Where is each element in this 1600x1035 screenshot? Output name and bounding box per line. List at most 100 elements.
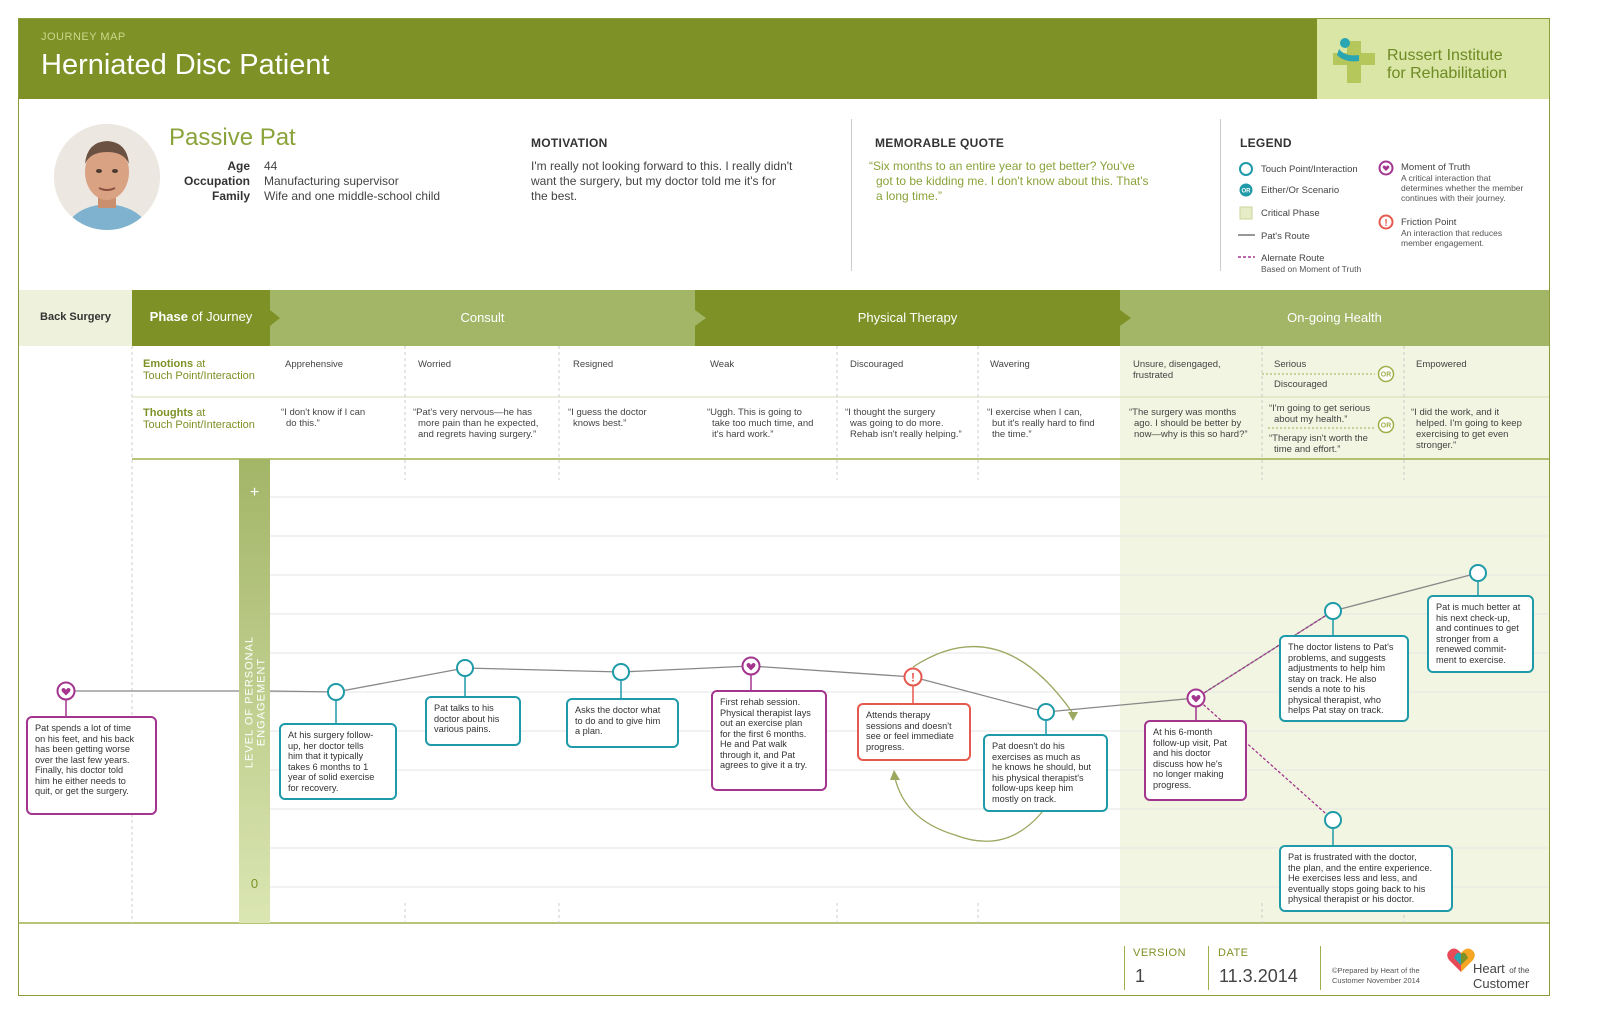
card-line: no longer making bbox=[1153, 769, 1224, 779]
card-line: for recovery. bbox=[288, 782, 339, 793]
date-label: DATE bbox=[1218, 947, 1249, 959]
thought-line: “I'm going to get serious bbox=[1269, 403, 1371, 414]
either-or-icon bbox=[1239, 183, 1253, 197]
card-line: Physical therapist lays bbox=[720, 707, 811, 718]
journey-label-cell bbox=[19, 290, 132, 346]
version-value: 1 bbox=[1135, 966, 1146, 986]
thought-line: “I thought the surgery bbox=[845, 407, 936, 418]
card-line: Attends therapy bbox=[866, 710, 931, 720]
card-frustrated-stops: Pat is frustrated with the doctor,the pl… bbox=[1279, 845, 1453, 912]
avatar bbox=[54, 124, 160, 230]
card-line: The doctor listens to Pat's bbox=[1288, 642, 1394, 652]
card-first-rehab-session: First rehab session.Physical therapist l… bbox=[711, 690, 827, 791]
thought-3: “I guess the doctor knows best.” bbox=[568, 407, 647, 429]
card-line: helps Pat stay on track. bbox=[1288, 705, 1384, 715]
card-line: Finally, his doctor told bbox=[35, 765, 124, 775]
card-line: over the last few years. bbox=[35, 754, 130, 765]
touch-point-icon bbox=[1037, 703, 1055, 721]
thought-line: Rehab isn't really helping.” bbox=[850, 429, 962, 440]
touch-point-icon bbox=[1469, 564, 1487, 582]
touch-point-icon bbox=[612, 663, 630, 681]
quote-line: a long time.” bbox=[876, 189, 943, 203]
prepared-by-line: ©Prepared by Heart of the bbox=[1332, 966, 1420, 975]
motivation-text: I'm really not looking forward to this. … bbox=[531, 159, 831, 204]
divider bbox=[1220, 119, 1221, 271]
critical-phase-icon bbox=[1239, 206, 1253, 220]
card-line: him he either needs to bbox=[35, 775, 126, 786]
legend-moment-of-truth-desc: A critical interaction that determines w… bbox=[1401, 173, 1523, 203]
card-line: At his surgery follow- bbox=[288, 730, 374, 740]
card-line: progress. bbox=[866, 741, 905, 752]
thought-line: about my health.” bbox=[1274, 414, 1348, 425]
card-line: his physical therapist's bbox=[992, 772, 1084, 783]
card-line: agrees to give it a try. bbox=[720, 760, 808, 770]
card-line: At his 6-month bbox=[1153, 727, 1213, 737]
thought-line: now—why is this so hard?” bbox=[1134, 429, 1248, 440]
engagement-axis bbox=[239, 459, 270, 923]
emotion-apprehensive: Apprehensive bbox=[285, 359, 344, 370]
emotion-line: frustrated bbox=[1133, 370, 1174, 381]
thought-line: but it's really hard to find bbox=[992, 418, 1095, 429]
thought-line: “I don't know if I can bbox=[281, 407, 366, 418]
card-line: First rehab session. bbox=[720, 697, 801, 707]
thought-10: “I did the work, and it helped. I'm goin… bbox=[1411, 407, 1522, 451]
card-line: he knows he should, but bbox=[992, 762, 1092, 772]
legend-pats-route: Pat's Route bbox=[1261, 231, 1310, 242]
svg-text:OR: OR bbox=[1242, 189, 1252, 195]
card-line: has been getting worse bbox=[35, 744, 131, 754]
emotion-discouraged-alt: Discouraged bbox=[1274, 379, 1328, 390]
card-line: a plan. bbox=[575, 726, 603, 736]
friction-icon bbox=[903, 667, 923, 687]
brand-customer: Customer bbox=[1473, 976, 1530, 991]
card-line: He exercises less and less, and bbox=[1288, 873, 1418, 883]
card-line: to do and to give him bbox=[575, 715, 661, 726]
thought-line: it's hard work.” bbox=[712, 429, 774, 440]
phase-ongoing-health: On-going Health bbox=[1287, 310, 1382, 325]
card-line: Asks the doctor what bbox=[575, 705, 661, 715]
phase-consult: Consult bbox=[460, 310, 505, 325]
emotions-row-label: Emotions at Touch Point/Interaction bbox=[143, 358, 255, 382]
org-name-line1: Russert Institute bbox=[1387, 47, 1503, 64]
persona-occupation-label: Occupation bbox=[183, 174, 250, 188]
card-line: Pat is frustrated with the doctor, bbox=[1288, 852, 1417, 862]
emotion-discouraged: Discouraged bbox=[850, 359, 904, 370]
thought-line: stronger.” bbox=[1416, 440, 1457, 451]
legend-icons-right: ! bbox=[1378, 160, 1394, 230]
legend-friction-point-desc: An interaction that reduces member engag… bbox=[1401, 228, 1502, 248]
date-value: 11.3.2014 bbox=[1219, 966, 1298, 986]
phase-of-journey-bold: Phase bbox=[149, 309, 188, 324]
card-line: sends a note to his bbox=[1288, 684, 1366, 694]
touch-point-icon bbox=[1239, 162, 1253, 176]
legend-critical-phase: Critical Phase bbox=[1261, 208, 1320, 219]
divider bbox=[1320, 946, 1321, 990]
card-line: eventually stops going back to his bbox=[1288, 883, 1426, 894]
emotion-worried: Worried bbox=[418, 359, 452, 370]
card-line: for the first 6 months. bbox=[720, 728, 807, 739]
page-frame bbox=[18, 18, 1550, 996]
divider bbox=[1124, 946, 1125, 990]
card-line: renewed commit- bbox=[1436, 644, 1507, 654]
either-or-icon: OR bbox=[1377, 365, 1395, 383]
thought-line: exercising to get even bbox=[1416, 429, 1509, 440]
card-line: stay on track. He also bbox=[1288, 673, 1377, 684]
card-surgery-follow-up: At his surgery follow-up, her doctor tel… bbox=[279, 723, 397, 800]
motivation-line: I'm really not looking forward to this. … bbox=[531, 159, 793, 173]
legend-desc-line: continues with their journey. bbox=[1401, 193, 1506, 203]
heart-of-customer-wordmark: Heart of the Customer bbox=[1473, 960, 1529, 990]
persona-occupation-value: Manufacturing supervisor bbox=[264, 174, 399, 188]
axis-zero: 0 bbox=[250, 876, 259, 891]
journey-name: Back Surgery bbox=[40, 311, 111, 323]
persona-age-value: 44 bbox=[264, 159, 278, 173]
card-line: doctor about his bbox=[434, 713, 500, 724]
card-line: him that it typically bbox=[288, 751, 364, 761]
axis-plus: + bbox=[249, 484, 260, 501]
phase-chevrons bbox=[270, 290, 1549, 346]
legend-desc-line: An interaction that reduces bbox=[1401, 228, 1503, 238]
page-title: Herniated Disc Patient bbox=[41, 49, 330, 81]
thought-line: “The surgery was months bbox=[1129, 407, 1237, 418]
persona-age-label: Age bbox=[227, 159, 250, 173]
